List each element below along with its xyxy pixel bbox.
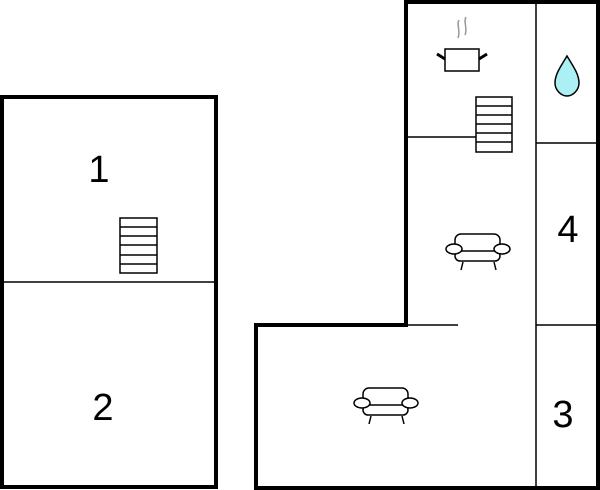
- room-label-3: 3: [552, 394, 574, 436]
- stairs-icon: [475, 96, 513, 153]
- cooking-pot-icon: [436, 16, 488, 72]
- room-label-2: 2: [92, 387, 114, 429]
- sofa-icon: [445, 233, 511, 271]
- internal-walls: [406, 4, 596, 486]
- room-label-4: 4: [557, 209, 579, 251]
- water-drop-icon: [554, 54, 580, 97]
- room-label-1: 1: [88, 149, 110, 191]
- right-building-outline: [254, 0, 600, 490]
- sofa-icon: [353, 387, 419, 425]
- left-building-outline: [0, 95, 218, 489]
- stairs-icon: [119, 217, 158, 274]
